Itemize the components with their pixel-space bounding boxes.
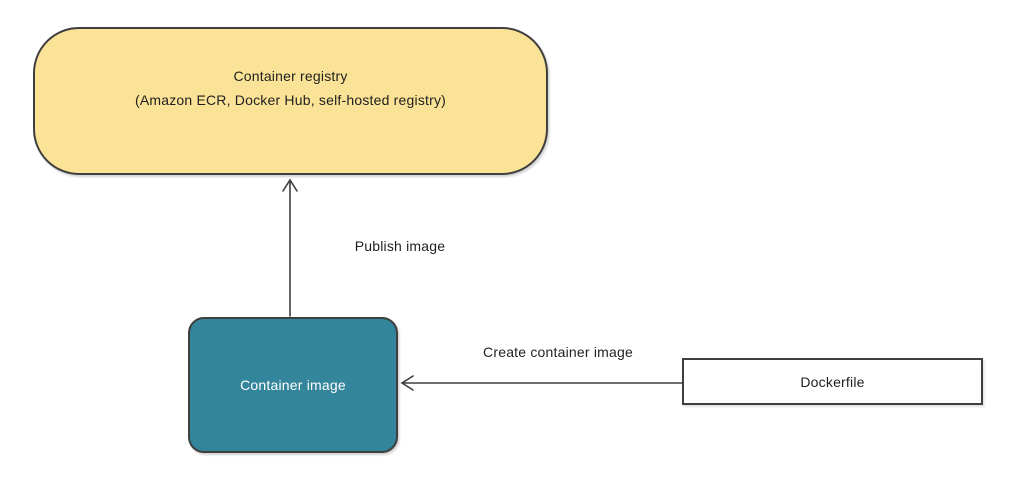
create-container-image-arrow — [400, 375, 683, 391]
container-image-title: Container image — [240, 377, 346, 393]
node-container-registry: Container registry (Amazon ECR, Docker H… — [33, 27, 548, 175]
dockerfile-title: Dockerfile — [800, 373, 865, 390]
edge-label-create-container-image: Create container image — [483, 344, 633, 360]
edge-label-publish-image: Publish image — [354, 238, 446, 254]
node-container-image: Container image — [188, 317, 398, 453]
container-registry-subtitle: (Amazon ECR, Docker Hub, self-hosted reg… — [134, 92, 447, 108]
container-registry-title: Container registry — [233, 68, 348, 84]
node-dockerfile: Dockerfile — [682, 358, 983, 405]
